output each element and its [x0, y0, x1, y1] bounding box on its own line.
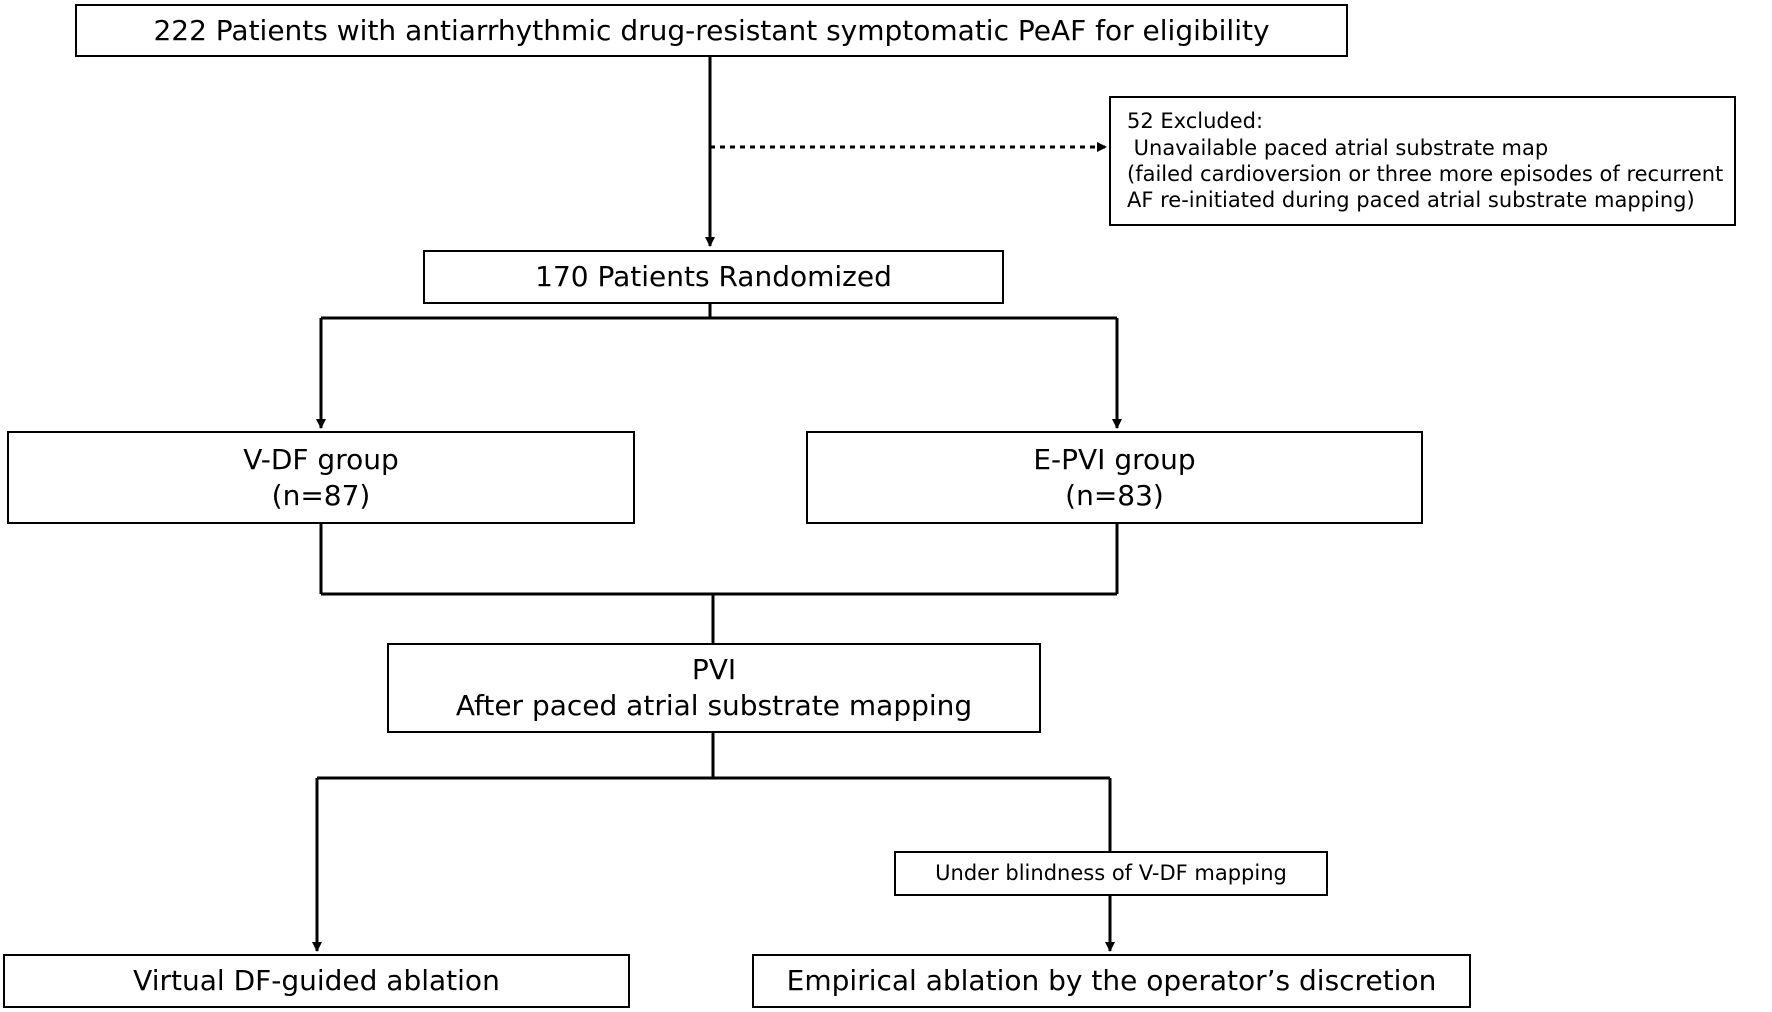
pvi-box: PVI After paced atrial substrate mapping: [387, 643, 1041, 733]
epvi-group-box: E-PVI group (n=83): [806, 431, 1423, 524]
eligibility-text: 222 Patients with antiarrhythmic drug-re…: [153, 13, 1270, 47]
blindness-text: Under blindness of V-DF mapping: [935, 861, 1287, 886]
vdf-group-count: (n=87): [271, 478, 371, 512]
epvi-group-label: E-PVI group: [1033, 442, 1196, 476]
epvi-group-count: (n=83): [1065, 478, 1164, 512]
eligibility-box: 222 Patients with antiarrhythmic drug-re…: [75, 4, 1348, 57]
empirical-ablation-text: Empirical ablation by the operator’s dis…: [786, 964, 1437, 998]
pvi-label: PVI: [691, 653, 737, 687]
excluded-detail-2: AF re-initiated during paced atrial subs…: [1127, 188, 1695, 213]
excluded-detail-1: (failed cardioversion or three more epis…: [1127, 162, 1724, 186]
randomized-box: 170 Patients Randomized: [423, 250, 1004, 304]
vdf-ablation-text: Virtual DF-guided ablation: [133, 964, 500, 998]
excluded-count: 52 Excluded:: [1127, 109, 1264, 134]
vdf-ablation-box: Virtual DF-guided ablation: [3, 954, 630, 1008]
empirical-ablation-box: Empirical ablation by the operator’s dis…: [752, 954, 1471, 1008]
excluded-reason: Unavailable paced atrial substrate map: [1127, 135, 1549, 160]
vdf-group-label: V-DF group: [243, 442, 399, 476]
randomized-text: 170 Patients Randomized: [535, 260, 892, 294]
excluded-box: 52 Excluded: Unavailable paced atrial su…: [1109, 96, 1736, 226]
vdf-group-box: V-DF group (n=87): [7, 431, 635, 524]
blindness-box: Under blindness of V-DF mapping: [894, 851, 1328, 896]
pvi-subtitle: After paced atrial substrate mapping: [455, 689, 973, 722]
